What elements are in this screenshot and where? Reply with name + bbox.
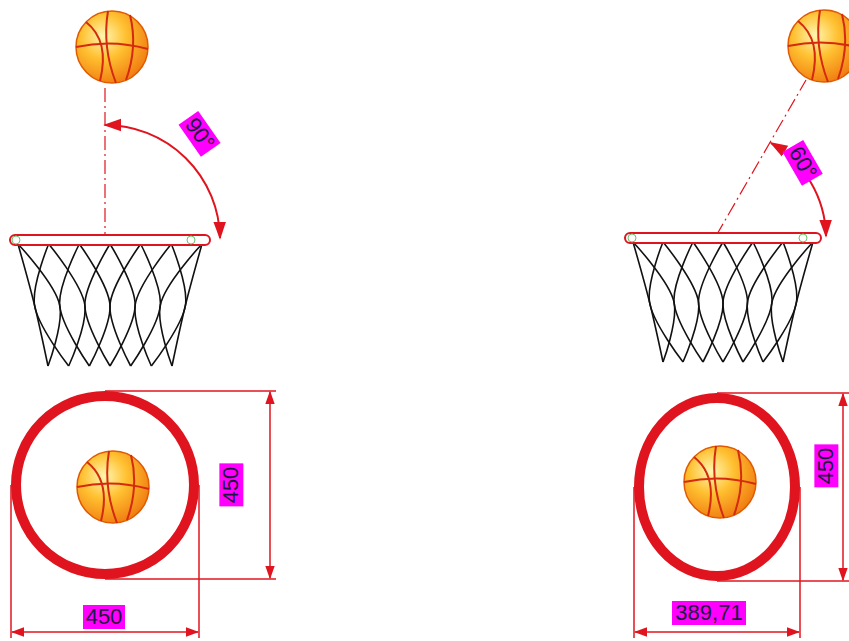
rim	[625, 233, 821, 243]
left-top-view	[11, 391, 276, 638]
rim-end	[187, 236, 195, 244]
net-strand	[172, 244, 202, 366]
basketball	[77, 451, 149, 523]
left-side-view	[10, 11, 220, 366]
net-strand	[49, 244, 85, 366]
net-strand	[151, 244, 185, 366]
dimension-label: 90°	[179, 111, 221, 157]
net-strand	[723, 242, 753, 362]
net-strand	[85, 244, 110, 366]
dimension-lines	[634, 393, 849, 638]
net-strand	[699, 242, 724, 362]
rim	[10, 235, 210, 245]
net-strand	[783, 242, 813, 362]
dimension-label: 450	[814, 445, 838, 488]
net-strand	[79, 244, 110, 366]
dimension-label: 60°	[783, 140, 823, 186]
net-strand	[763, 242, 797, 362]
dimension-lines	[11, 391, 276, 638]
right-top-view	[634, 393, 849, 638]
net-strand	[110, 244, 141, 366]
net	[633, 242, 813, 362]
basketball	[684, 446, 756, 518]
net-strand	[771, 242, 813, 362]
dimension-label: 450	[83, 605, 126, 629]
net-strand	[649, 242, 683, 362]
basketball	[788, 10, 849, 82]
net-strand	[160, 244, 202, 366]
basketball	[76, 11, 148, 83]
center-line	[104, 88, 105, 238]
dimension-label: 389,71	[672, 601, 745, 625]
rim-top	[16, 396, 194, 574]
net-strand	[18, 244, 60, 366]
net	[18, 244, 202, 366]
net-strand	[633, 242, 663, 362]
rim-end	[12, 236, 20, 244]
right-side-view	[625, 10, 849, 362]
rim-end	[799, 234, 807, 242]
rim-top	[639, 398, 795, 576]
net-strand	[633, 242, 675, 362]
rim-end	[628, 234, 636, 242]
net-strand	[18, 244, 48, 366]
dimension-label: 450	[219, 464, 243, 507]
net-strand	[693, 242, 723, 362]
net-strand	[663, 242, 699, 362]
